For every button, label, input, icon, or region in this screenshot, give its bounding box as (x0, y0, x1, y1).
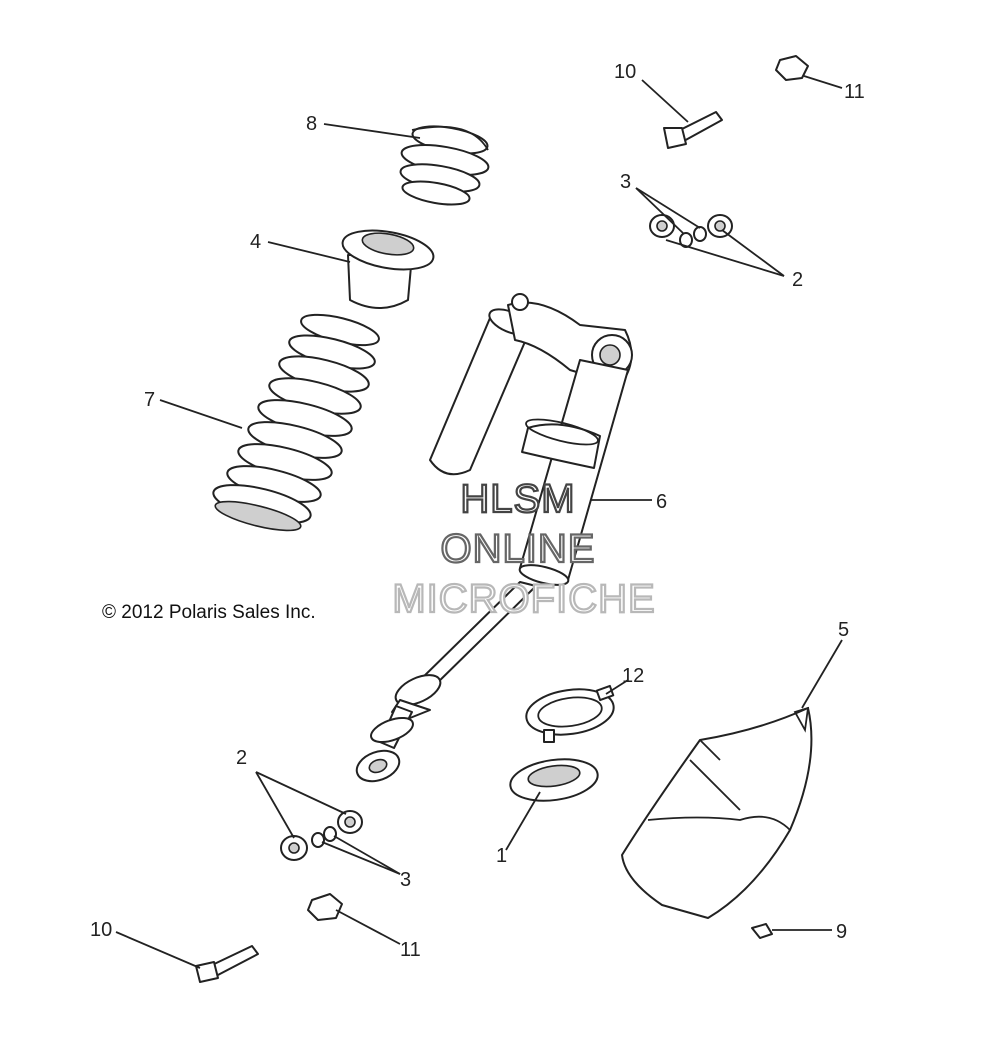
callout-10-upper: 10 (614, 61, 636, 83)
leader-lines (115, 75, 843, 969)
callout-7: 7 (144, 389, 155, 411)
callout-3-upper: 3 (620, 171, 631, 193)
callout-12: 12 (622, 665, 644, 687)
watermark: HLSM ONLINE MICROFICHE (391, 476, 656, 622)
part-1-spring-seat (509, 758, 599, 802)
part-3-washers-upper (679, 226, 707, 248)
part-2-bushings-upper (649, 214, 733, 238)
part-10-bolt-lower (195, 945, 259, 983)
callout-2-upper: 2 (792, 269, 803, 291)
callout-10-lower: 10 (90, 919, 112, 941)
callout-11-upper: 11 (844, 81, 865, 103)
part-2-bushings-lower (280, 810, 363, 861)
watermark-line-1: HLSM (460, 477, 575, 521)
watermark-line-3: MICROFICHE (392, 577, 655, 621)
part-11-nut-upper (775, 55, 809, 81)
part-6-shock-absorber (355, 293, 633, 783)
part-7-main-spring (212, 313, 380, 532)
callout-9: 9 (836, 921, 847, 943)
part-8-spring-small (399, 125, 490, 206)
callout-2-lower: 2 (236, 747, 247, 769)
part-12-retainer-clip (525, 684, 615, 743)
callout-4: 4 (250, 231, 261, 253)
watermark-line-2: ONLINE (441, 527, 596, 571)
copyright-notice: © 2012 Polaris Sales Inc. (102, 602, 316, 623)
part-9-screw (751, 923, 773, 939)
callout-8: 8 (306, 113, 317, 135)
callout-6: 6 (656, 491, 667, 513)
part-5-shock-cover (621, 706, 813, 919)
part-11-nut-lower (307, 893, 343, 921)
part-3-washers-lower (311, 826, 337, 848)
callout-labels: 10 11 8 3 4 2 7 6 5 12 2 1 3 10 11 9 (90, 61, 865, 961)
part-10-bolt-upper (663, 111, 723, 149)
callout-11-lower: 11 (400, 939, 421, 961)
callout-5: 5 (838, 619, 849, 641)
callout-3-lower: 3 (400, 869, 411, 891)
part-4-spacer (341, 229, 435, 309)
callout-1: 1 (496, 845, 507, 867)
